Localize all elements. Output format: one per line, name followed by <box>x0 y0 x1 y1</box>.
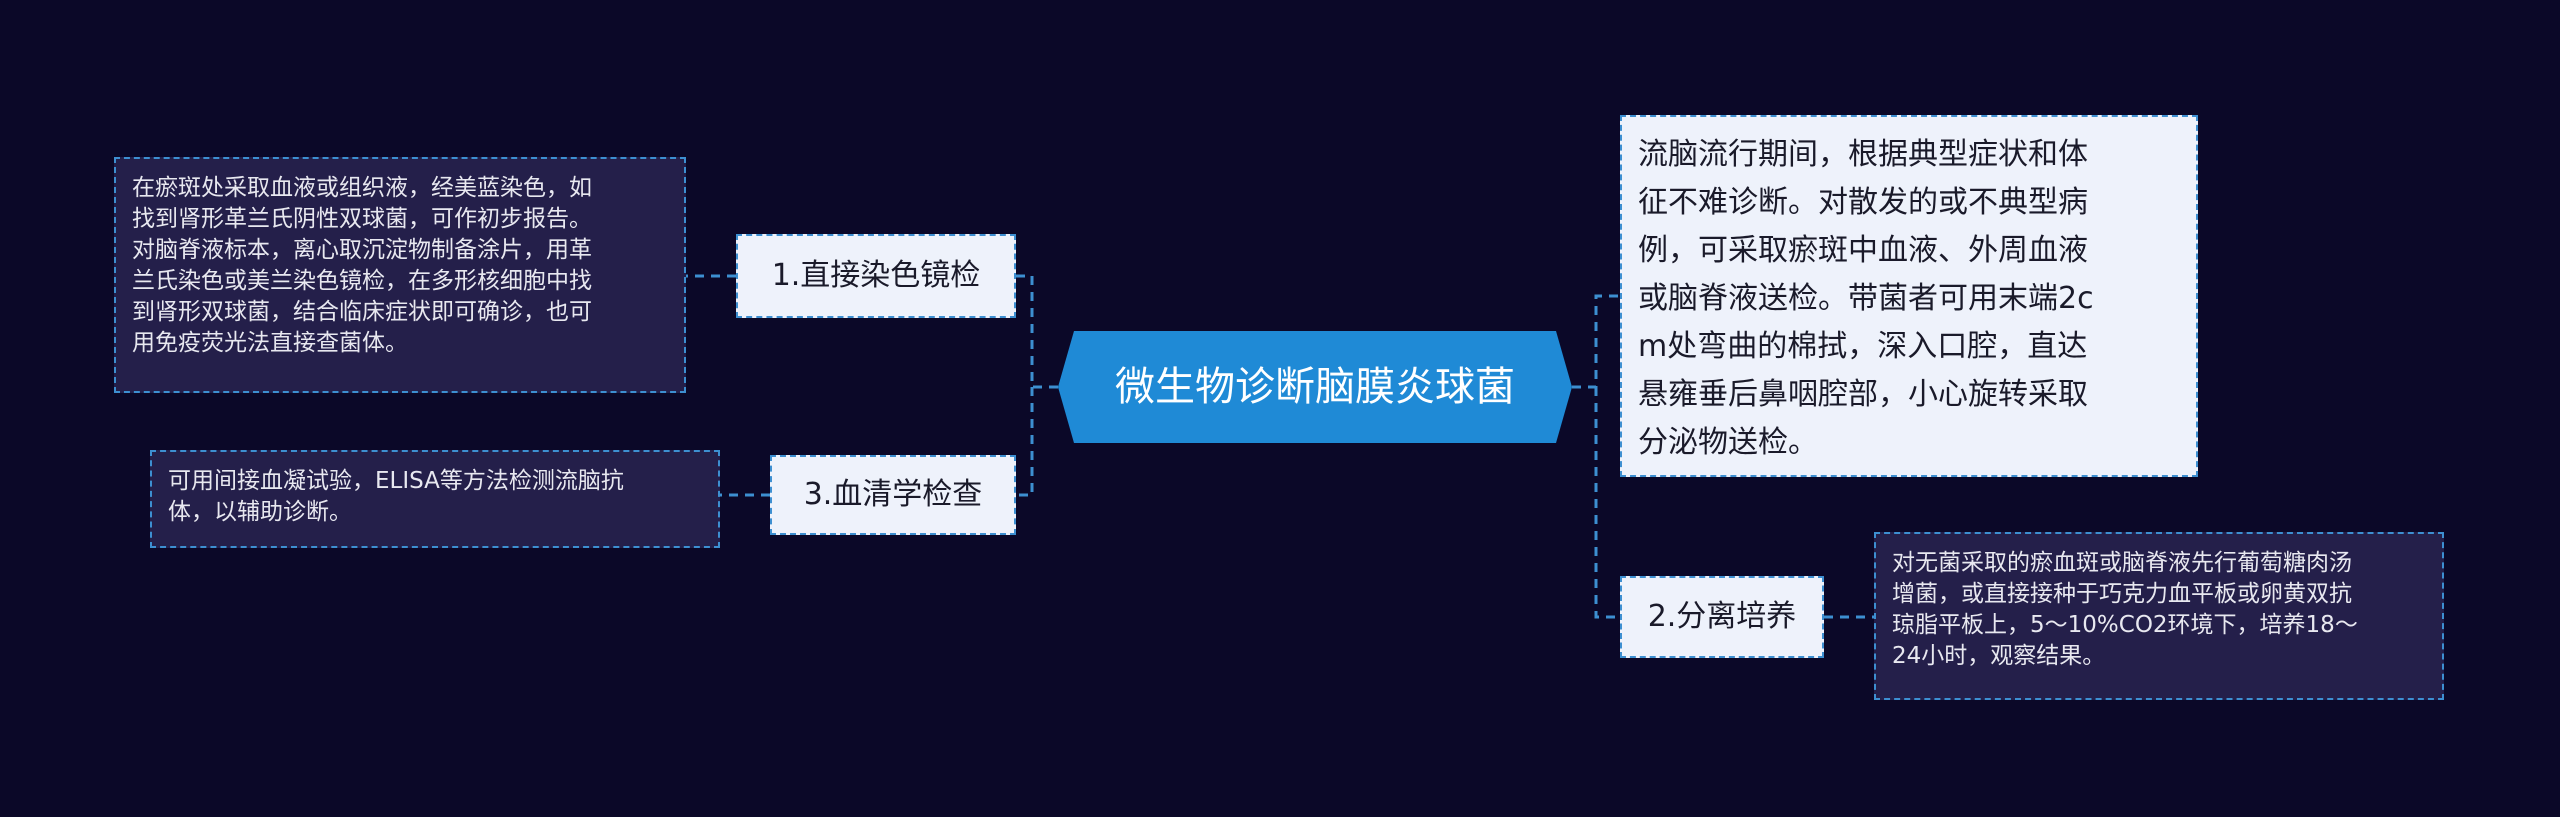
note-line: 分泌物送检。 <box>1638 425 1818 460</box>
detail-serology[interactable]: 可用间接血凝试验，ELISA等方法检测流脑抗 体，以辅助诊断。 <box>150 450 720 548</box>
detail-line: 在瘀斑处采取血液或组织液，经美蓝染色，如 <box>132 175 592 201</box>
note-line: 或脑脊液送检。带菌者可用末端2c <box>1638 281 2094 316</box>
detail-line: 对无菌采取的瘀血斑或脑脊液先行葡萄糖肉汤 <box>1892 550 2352 576</box>
detail-line: 到肾形双球菌，结合临床症状即可确诊，也可 <box>132 299 592 325</box>
note-diagnosis[interactable]: 流脑流行期间，根据典型症状和体 征不难诊断。对散发的或不典型病 例，可采取瘀斑中… <box>1620 115 2198 477</box>
detail-line: 体，以辅助诊断。 <box>168 499 352 525</box>
detail-line: 可用间接血凝试验，ELISA等方法检测流脑抗 <box>168 468 624 494</box>
note-line: 例，可采取瘀斑中血液、外周血液 <box>1638 233 2088 268</box>
note-line: 悬雍垂后鼻咽腔部，小心旋转采取 <box>1638 377 2088 412</box>
detail-line: 找到肾形革兰氏阴性双球菌，可作初步报告。 <box>132 206 592 232</box>
detail-line: 用免疫荧光法直接查菌体。 <box>132 330 408 356</box>
branch-isolation-culture[interactable]: 2.分离培养 <box>1620 576 1824 658</box>
root-node[interactable]: 微生物诊断脑膜炎球菌 <box>1058 331 1572 443</box>
note-line: 征不难诊断。对散发的或不典型病 <box>1638 185 2088 220</box>
root-node-shape <box>1058 331 1572 443</box>
branch-serology[interactable]: 3.血清学检查 <box>770 455 1016 535</box>
branch-label: 2.分离培养 <box>1647 599 1797 634</box>
connector-root-right <box>1572 294 1620 619</box>
branch-direct-staining[interactable]: 1.直接染色镜检 <box>736 234 1016 318</box>
root-title: 微生物诊断脑膜炎球菌 <box>1115 364 1515 410</box>
detail-line: 琼脂平板上，5～10%CO2环境下，培养18～ <box>1892 612 2358 638</box>
detail-line: 增菌，或直接接种于巧克力血平板或卵黄双抗 <box>1892 581 2352 607</box>
detail-line: 兰氏染色或美兰染色镜检，在多形核细胞中找 <box>132 268 592 294</box>
detail-direct-staining[interactable]: 在瘀斑处采取血液或组织液，经美蓝染色，如 找到肾形革兰氏阴性双球菌，可作初步报告… <box>114 157 686 393</box>
note-line: 流脑流行期间，根据典型症状和体 <box>1638 137 2088 172</box>
detail-line: 对脑脊液标本，离心取沉淀物制备涂片，用革 <box>132 237 592 263</box>
branch-label: 1.直接染色镜检 <box>771 258 981 293</box>
branch-label: 3.血清学检查 <box>803 477 983 512</box>
connector-root-left <box>1016 274 1058 497</box>
detail-isolation-culture[interactable]: 对无菌采取的瘀血斑或脑脊液先行葡萄糖肉汤 增菌，或直接接种于巧克力血平板或卵黄双… <box>1874 532 2444 700</box>
detail-line: 24小时，观察结果。 <box>1892 643 2106 669</box>
note-line: m处弯曲的棉拭，深入口腔，直达 <box>1638 329 2088 364</box>
